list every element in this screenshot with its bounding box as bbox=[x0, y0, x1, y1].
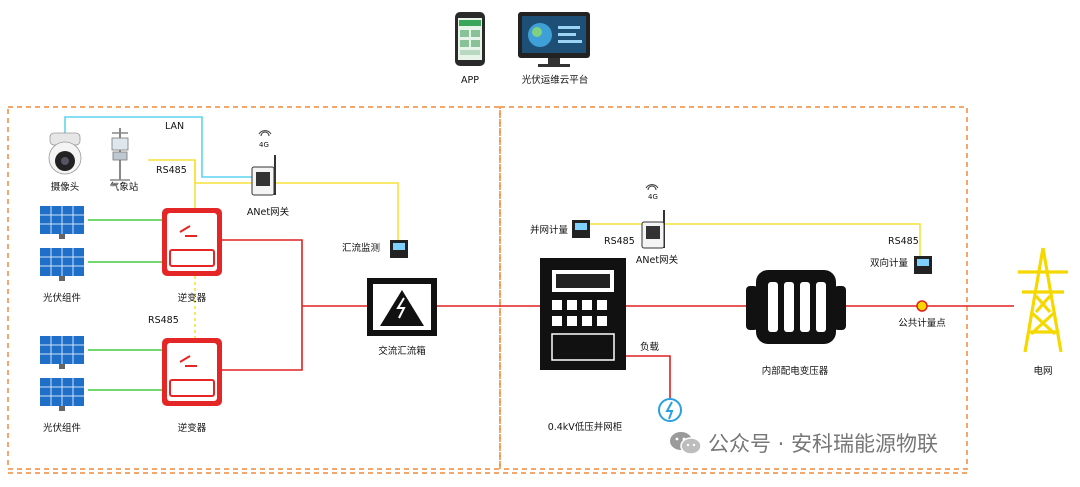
gateway-right-signal: 4G bbox=[648, 193, 658, 201]
watermark: 公众号 · 安科瑞能源物联 bbox=[668, 428, 938, 458]
pv-top-label: 光伏组件 bbox=[42, 293, 82, 304]
pcc-label: 公共计量点 bbox=[898, 318, 946, 329]
phone-icon bbox=[455, 12, 485, 66]
monitor-icon bbox=[518, 12, 590, 67]
rs485-combiner-line bbox=[275, 182, 399, 240]
weather-station-icon bbox=[110, 128, 130, 181]
ac-combiner-box-icon bbox=[367, 278, 437, 336]
lv-cabinet-icon bbox=[540, 258, 626, 370]
combiner-monitor-label: 汇流监测 bbox=[342, 243, 381, 254]
gateway-right-label: ANet网关 bbox=[635, 255, 679, 266]
gateway-left-label: ANet网关 bbox=[246, 207, 290, 218]
load-line bbox=[626, 355, 671, 398]
cabinet-label: 0.4kV低压并网柜 bbox=[547, 422, 623, 433]
inverter-top-label: 逆变器 bbox=[177, 293, 207, 304]
bidir-meter-label: 双向计量 bbox=[870, 258, 909, 269]
solar-panel-4-icon bbox=[40, 378, 84, 411]
transformer-icon bbox=[746, 270, 846, 344]
rs485-right-label: RS485 bbox=[888, 236, 919, 247]
anet-gateway-left-icon bbox=[251, 130, 276, 196]
anet-gateway-right-icon bbox=[641, 184, 665, 249]
inverter-bottom-icon bbox=[162, 338, 222, 406]
pv-bottom-label: 光伏组件 bbox=[42, 423, 82, 434]
right-boundary bbox=[499, 106, 968, 470]
load-label: 负载 bbox=[640, 342, 660, 353]
inverter-top-icon bbox=[162, 208, 222, 276]
grid-meter-icon bbox=[572, 220, 590, 238]
pcc-point-icon bbox=[916, 300, 928, 312]
grid-label: 电网 bbox=[1033, 366, 1053, 377]
wechat-icon bbox=[670, 432, 702, 455]
solar-panel-3-icon bbox=[40, 336, 84, 369]
weather-station-label: 气象站 bbox=[109, 182, 139, 193]
camera-label: 摄像头 bbox=[50, 182, 80, 193]
gateway-left-signal: 4G bbox=[259, 141, 269, 149]
solar-panel-2-icon bbox=[40, 248, 84, 281]
watermark-text: 公众号 · 安科瑞能源物联 bbox=[708, 432, 939, 456]
camera-icon bbox=[48, 132, 82, 175]
bidirectional-meter-icon bbox=[914, 256, 932, 274]
left-boundary bbox=[7, 106, 501, 470]
lan-line bbox=[64, 116, 262, 178]
combiner-meter-icon bbox=[390, 240, 408, 258]
inverter-bottom-label: 逆变器 bbox=[177, 423, 207, 434]
rs485-right-left-label: RS485 bbox=[604, 236, 635, 247]
app-label: APP bbox=[461, 75, 479, 86]
solar-panel-1-icon bbox=[40, 206, 84, 239]
transmission-tower-icon bbox=[1018, 247, 1068, 353]
platform-label: 光伏运维云平台 bbox=[521, 75, 589, 86]
grid-meter-label: 并网计量 bbox=[530, 225, 569, 236]
rs485-mid-label: RS485 bbox=[148, 315, 179, 326]
combiner-box-label: 交流汇流箱 bbox=[378, 346, 426, 357]
load-icon bbox=[658, 398, 682, 422]
rs485-top-label: RS485 bbox=[156, 165, 187, 176]
ac-line-inverter-top bbox=[222, 239, 303, 371]
transformer-label: 内部配电变压器 bbox=[761, 366, 829, 377]
lan-label: LAN bbox=[165, 121, 185, 132]
